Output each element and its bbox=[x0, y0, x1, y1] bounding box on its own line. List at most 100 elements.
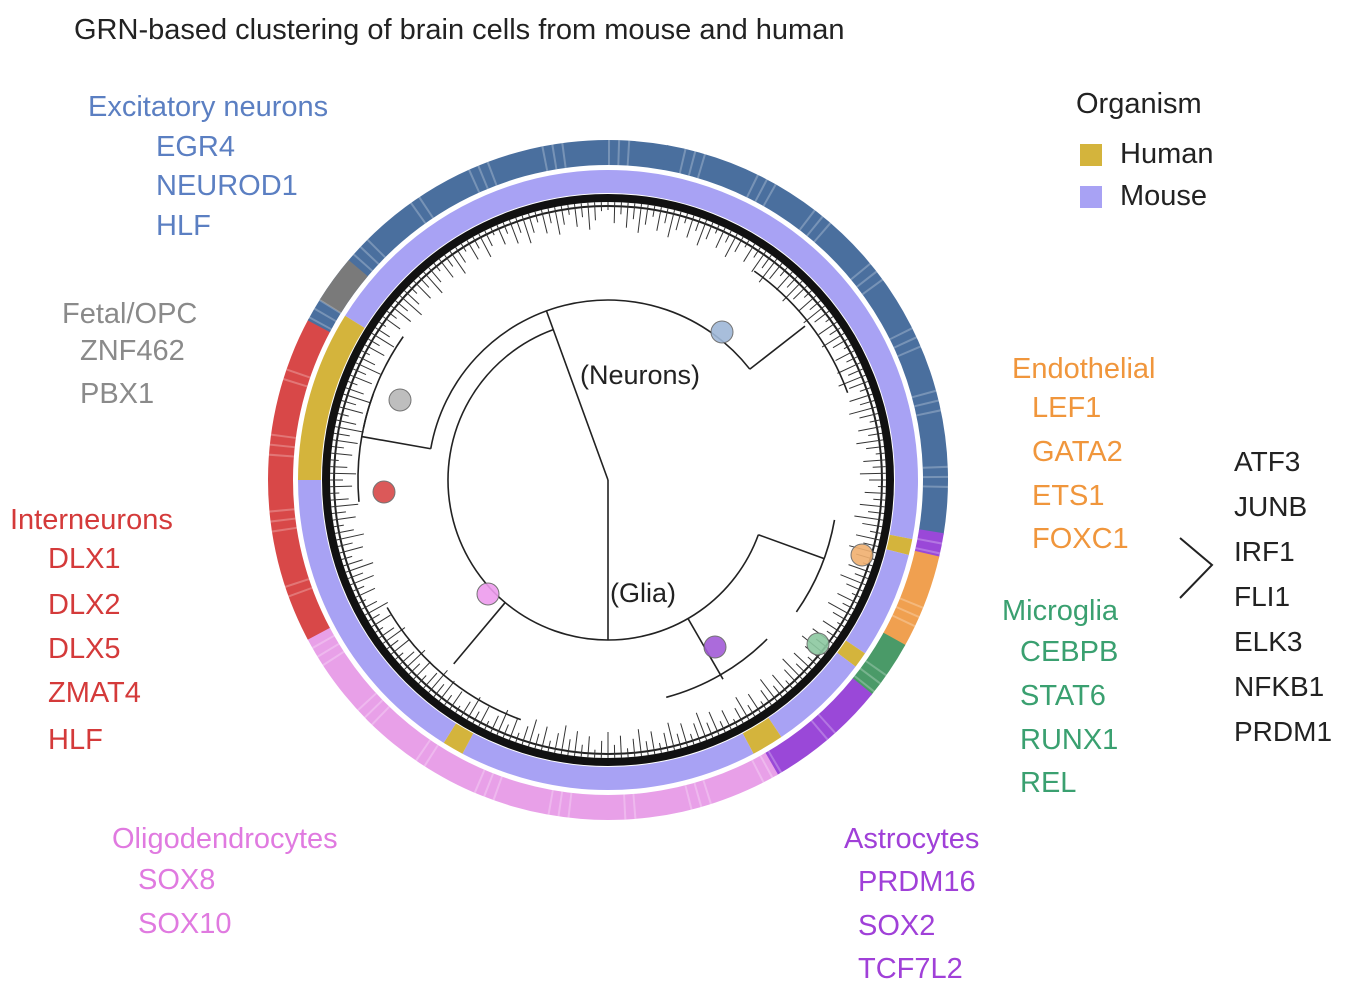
ring-stripe bbox=[762, 183, 777, 207]
leaf-branch bbox=[490, 715, 499, 733]
ring-stripe bbox=[551, 144, 558, 170]
leaf-branch bbox=[827, 602, 852, 616]
leaf-branch bbox=[336, 419, 357, 425]
leaf-branch bbox=[515, 217, 522, 234]
leaf-branch bbox=[413, 661, 431, 680]
leaf-branch bbox=[337, 412, 349, 417]
shared-tf: JUNB bbox=[1234, 491, 1308, 522]
leaf-branch bbox=[869, 419, 880, 423]
leaf-branch bbox=[371, 614, 391, 628]
ring-stripe bbox=[632, 793, 637, 819]
leaf-ring bbox=[322, 194, 894, 766]
leaf-branch bbox=[650, 731, 656, 755]
ring-stripe bbox=[477, 165, 489, 190]
ring-microglia bbox=[851, 632, 906, 696]
leaf-branch bbox=[825, 316, 834, 323]
leaf-branch bbox=[547, 208, 552, 224]
astrocytes-gene: SOX2 bbox=[858, 910, 936, 942]
leaf-branch bbox=[540, 726, 548, 751]
leaf-branch bbox=[613, 202, 616, 224]
leaf-branch bbox=[708, 711, 720, 736]
leaf-branch bbox=[667, 722, 676, 751]
leaf-branch bbox=[386, 310, 397, 319]
ring-stripe bbox=[684, 785, 693, 810]
leaf-branch bbox=[840, 574, 866, 586]
endothelial-header: Endothelial bbox=[1012, 353, 1156, 385]
leaf-branch bbox=[656, 207, 662, 231]
interneurons-gene: DLX1 bbox=[48, 543, 121, 575]
node-oligodendrocytes bbox=[476, 582, 500, 606]
leaf-branch bbox=[567, 739, 571, 756]
leaf-branch bbox=[868, 432, 883, 437]
leaf-branch bbox=[829, 327, 841, 336]
leaf-branch bbox=[859, 503, 885, 508]
excitatory-gene: HLF bbox=[156, 210, 211, 242]
leaf-branch bbox=[336, 533, 364, 541]
ring-stripe bbox=[623, 794, 627, 820]
leaf-branch bbox=[355, 587, 376, 598]
leaf-branch bbox=[680, 723, 688, 747]
leaf-branch bbox=[676, 733, 682, 749]
leaf-branch bbox=[747, 693, 761, 713]
leaf-branch bbox=[795, 663, 808, 675]
leaf-branch bbox=[837, 593, 858, 604]
organism-human bbox=[443, 723, 474, 754]
ring-stripe bbox=[696, 153, 706, 179]
leaf-branch bbox=[560, 725, 567, 755]
leaf-branch bbox=[496, 224, 506, 245]
leaf-branch bbox=[695, 217, 701, 232]
ring-stripe bbox=[754, 178, 768, 203]
shared-tf: PRDM1 bbox=[1234, 716, 1333, 747]
leaf-branch bbox=[782, 658, 803, 680]
ring-stripe bbox=[702, 779, 712, 805]
leaf-branch bbox=[330, 459, 339, 461]
legend-label-human: Human bbox=[1120, 138, 1214, 170]
leaf-branch bbox=[455, 705, 461, 713]
leaf-branch bbox=[809, 300, 821, 311]
leaf-branch bbox=[637, 729, 643, 757]
leaf-branch bbox=[793, 652, 812, 670]
leaf-branch bbox=[734, 707, 744, 724]
leaf-branch bbox=[858, 426, 881, 432]
leaf-branch bbox=[735, 696, 750, 720]
leaf-branch bbox=[395, 300, 409, 312]
branch-excitatory bbox=[749, 325, 806, 370]
leaf-branch bbox=[715, 227, 726, 249]
leaf-branch bbox=[331, 511, 346, 515]
ring-stripe bbox=[270, 433, 296, 439]
neurons-branch bbox=[545, 310, 609, 481]
leaf-branch bbox=[864, 491, 886, 494]
leaf-branch bbox=[842, 602, 855, 610]
leaf-branch bbox=[378, 627, 395, 639]
leaf-branch bbox=[875, 452, 885, 455]
leaf-branch bbox=[433, 262, 441, 272]
leaf-branch bbox=[619, 735, 622, 758]
ring-stripe bbox=[547, 789, 554, 815]
ring-stripe bbox=[268, 453, 294, 458]
leaf-branch bbox=[433, 683, 445, 698]
leaf-branch bbox=[423, 672, 438, 689]
leaf-branch bbox=[779, 267, 788, 277]
ring-excitatory bbox=[319, 140, 669, 314]
leaf-branch bbox=[637, 203, 643, 233]
node-excitatory bbox=[710, 320, 734, 344]
leaf-branch bbox=[626, 748, 629, 758]
ring-stripe bbox=[626, 140, 631, 166]
ring-stripe bbox=[283, 378, 308, 388]
leaf-branch bbox=[404, 649, 426, 670]
leaf-branch bbox=[652, 205, 656, 217]
excitatory-neurons-header: Excitatory neurons bbox=[88, 91, 329, 123]
ring-excitatory bbox=[662, 145, 948, 535]
ring-stripe bbox=[916, 409, 941, 417]
ring-stripe bbox=[541, 146, 549, 172]
leaf-branch bbox=[368, 613, 380, 622]
glia-label: (Glia) bbox=[610, 578, 676, 608]
leaf-branch bbox=[330, 472, 357, 475]
leaf-branch bbox=[620, 202, 622, 215]
astrocytes-header: Astrocytes bbox=[844, 823, 980, 855]
oligodendrocytes-gene: SOX10 bbox=[138, 908, 232, 940]
ring-stripe bbox=[269, 443, 295, 449]
ring-stripe bbox=[859, 667, 881, 685]
microglia-gene: CEBPB bbox=[1020, 636, 1119, 668]
leaf-branch bbox=[863, 542, 879, 548]
